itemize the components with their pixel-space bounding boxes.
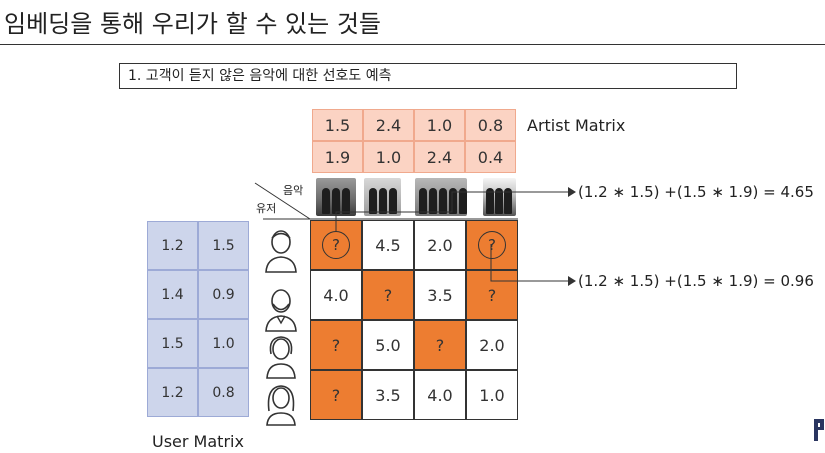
rating-cell: 2.0 xyxy=(414,220,466,270)
header-diagonal xyxy=(254,182,311,220)
user-cell: 1.5 xyxy=(147,319,198,368)
artist-photo xyxy=(316,178,356,216)
rating-cell-missing: ? xyxy=(362,270,414,320)
user-icon xyxy=(266,336,296,379)
user-cell: 1.2 xyxy=(147,221,198,270)
arrow-head xyxy=(568,276,576,286)
user-cell: 1.4 xyxy=(147,270,198,319)
rating-cell: 4.0 xyxy=(414,370,466,420)
artist-cell: 2.4 xyxy=(414,141,465,173)
slide-title: 임베딩을 통해 우리가 할 수 있는 것들 xyxy=(4,10,381,38)
logo xyxy=(812,415,825,451)
rating-cell: 1.0 xyxy=(466,370,518,420)
rating-cell-missing: ? xyxy=(466,220,518,270)
rating-cell: 3.5 xyxy=(414,270,466,320)
rating-cell: 2.0 xyxy=(466,320,518,370)
artist-cell: 1.0 xyxy=(363,141,414,173)
title-divider xyxy=(0,44,825,45)
artist-cell: 0.4 xyxy=(465,141,516,173)
user-cell: 0.9 xyxy=(198,270,249,319)
arrow-head xyxy=(568,187,576,197)
artist-photo xyxy=(364,178,401,216)
user-cell: 1.5 xyxy=(198,221,249,270)
rating-cell: 4.5 xyxy=(362,220,414,270)
user-header-label: 유저 xyxy=(256,202,277,215)
artist-photo xyxy=(415,178,467,216)
rating-cell: 4.0 xyxy=(310,270,362,320)
artist-cell: 1.5 xyxy=(312,109,363,141)
artist-cell: 2.4 xyxy=(363,109,414,141)
artist-matrix-label: Artist Matrix xyxy=(527,116,626,135)
rating-cell: 3.5 xyxy=(362,370,414,420)
connector-line xyxy=(490,244,568,282)
rating-cell-missing: ? xyxy=(310,320,362,370)
user-icon xyxy=(266,385,296,426)
user-icon xyxy=(265,289,297,332)
prediction-formula: (1.2 ∗ 1.5) +(1.5 ∗ 1.9) = 4.65 xyxy=(578,183,814,201)
rating-cell-missing: ? xyxy=(414,320,466,370)
subtitle-box: 1. 고객이 듣지 않은 음악에 대한 선호도 예측 xyxy=(119,63,737,89)
highlighted-rating: ? xyxy=(478,231,506,259)
rating-cell-missing: ? xyxy=(310,370,362,420)
rating-cell: 5.0 xyxy=(362,320,414,370)
artist-photo xyxy=(483,178,516,216)
artist-cell: 1.9 xyxy=(312,141,363,173)
user-cell: 1.0 xyxy=(198,319,249,368)
prediction-formula: (1.2 ∗ 1.5) +(1.5 ∗ 1.9) = 0.96 xyxy=(578,272,814,290)
user-icon xyxy=(265,230,297,273)
rating-cell-missing: ? xyxy=(466,270,518,320)
artist-cell: 1.0 xyxy=(414,109,465,141)
artist-cell: 0.8 xyxy=(465,109,516,141)
user-cell: 1.2 xyxy=(147,368,198,417)
user-cell: 0.8 xyxy=(198,368,249,417)
user-matrix-label: User Matrix xyxy=(152,432,244,451)
music-header-label: 음악 xyxy=(283,184,304,197)
connector-line xyxy=(335,191,568,232)
